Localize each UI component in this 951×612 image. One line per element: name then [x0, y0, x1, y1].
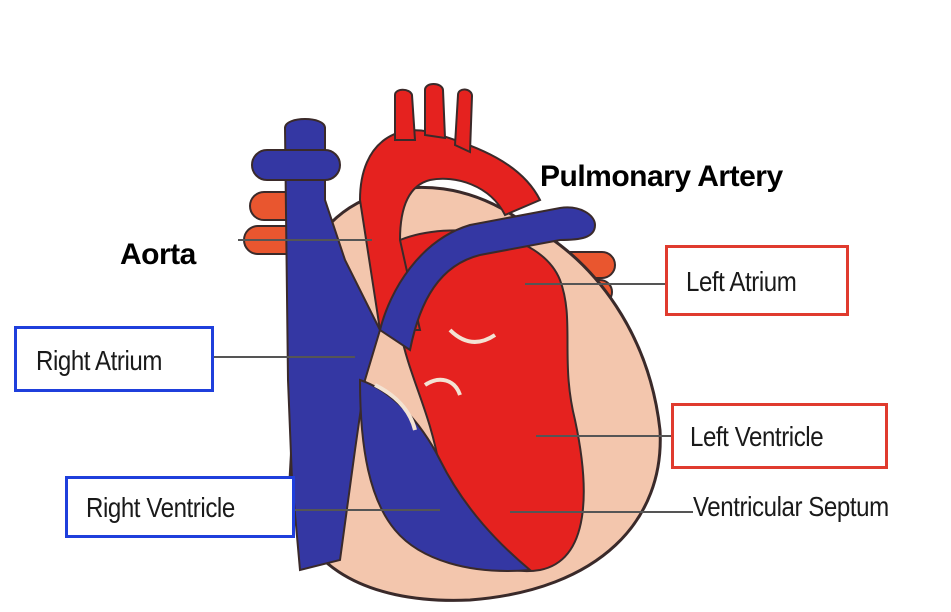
right-ventricle-box: Right Ventricle [65, 476, 295, 538]
label-ventricular-septum: Ventricular Septum [693, 491, 889, 523]
label-aorta: Aorta [120, 238, 196, 272]
left-ventricle-box: Left Ventricle [671, 403, 888, 469]
vena-cava-branch [252, 150, 340, 180]
label-left-atrium: Left Atrium [686, 266, 796, 298]
label-pulmonary-artery: Pulmonary Artery [540, 160, 783, 194]
label-right-atrium: Right Atrium [36, 345, 162, 377]
label-left-ventricle: Left Ventricle [690, 421, 823, 453]
left-atrium-box: Left Atrium [665, 245, 849, 316]
label-right-ventricle: Right Ventricle [86, 492, 235, 524]
right-atrium-box: Right Atrium [14, 326, 214, 392]
